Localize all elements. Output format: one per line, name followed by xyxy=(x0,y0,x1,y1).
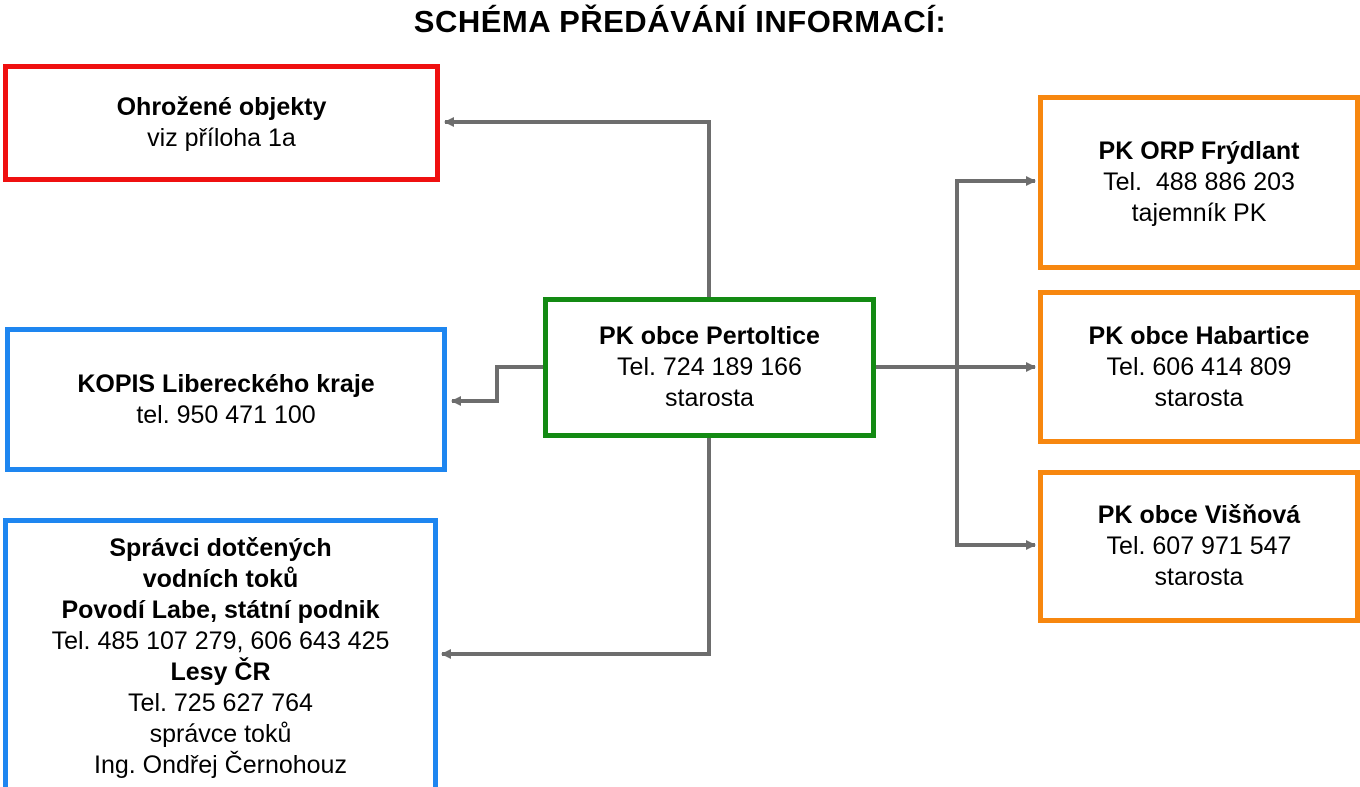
orp-frydlant-tel: Tel. 488 886 203 xyxy=(1103,168,1295,196)
watercourse-managers-box: Správci dotčených vodních toků Povodí La… xyxy=(3,518,438,787)
visnova-box: PK obce Višňová Tel. 607 971 547 starost… xyxy=(1038,470,1360,623)
arrow-to-kopis xyxy=(451,365,543,406)
habartice-tel: Tel. 606 414 809 xyxy=(1106,352,1292,381)
orp-frydlant-title: PK ORP Frýdlant xyxy=(1098,137,1300,165)
visnova-role: starosta xyxy=(1154,563,1244,591)
arrow-to-orp xyxy=(955,176,1036,367)
lesy-cr-tel: Tel. 725 627 764 xyxy=(128,689,313,717)
watercourse-title-line2: vodních toků xyxy=(142,565,299,593)
page-title: SCHÉMA PŘEDÁVÁNÍ INFORMACÍ: xyxy=(413,4,947,39)
lesy-cr-role: správce toků xyxy=(149,720,292,748)
threatened-objects-title: Ohrožené objekty xyxy=(116,93,327,121)
kopis-tel: tel. 950 471 100 xyxy=(136,400,316,429)
povodi-labe-name: Povodí Labe, státní podnik xyxy=(61,596,380,624)
watercourse-title-line1: Správci dotčených xyxy=(109,534,332,562)
habartice-title: PK obce Habartice xyxy=(1088,321,1310,350)
visnova-title: PK obce Višňová xyxy=(1097,501,1301,529)
arrow-to-visnova xyxy=(955,367,1036,550)
kopis-box: KOPIS Libereckého kraje tel. 950 471 100 xyxy=(5,327,447,472)
kopis-title: KOPIS Libereckého kraje xyxy=(77,369,375,398)
orp-frydlant-box: PK ORP Frýdlant Tel. 488 886 203 tajemní… xyxy=(1038,95,1360,270)
habartice-role: starosta xyxy=(1154,383,1244,412)
lesy-cr-name: Lesy ČR xyxy=(170,658,271,686)
arrow-to-watercourses xyxy=(441,438,711,659)
pertoltice-role: starosta xyxy=(665,384,754,412)
pertoltice-title: PK obce Pertoltice xyxy=(599,322,820,350)
visnova-tel: Tel. 607 971 547 xyxy=(1106,532,1292,560)
pertoltice-center-box: PK obce Pertoltice Tel. 724 189 166 star… xyxy=(543,297,876,438)
pertoltice-tel: Tel. 724 189 166 xyxy=(617,353,802,381)
arrow-to-threatened xyxy=(444,117,711,297)
lesy-cr-person: Ing. Ondřej Černohouz xyxy=(94,751,347,779)
threatened-objects-box: Ohrožené objekty viz příloha 1a xyxy=(3,64,440,182)
orp-frydlant-role: tajemník PK xyxy=(1131,199,1267,227)
threatened-objects-note: viz příloha 1a xyxy=(147,124,296,152)
povodi-labe-tel: Tel. 485 107 279, 606 643 425 xyxy=(51,627,390,655)
habartice-box: PK obce Habartice Tel. 606 414 809 staro… xyxy=(1038,290,1360,444)
